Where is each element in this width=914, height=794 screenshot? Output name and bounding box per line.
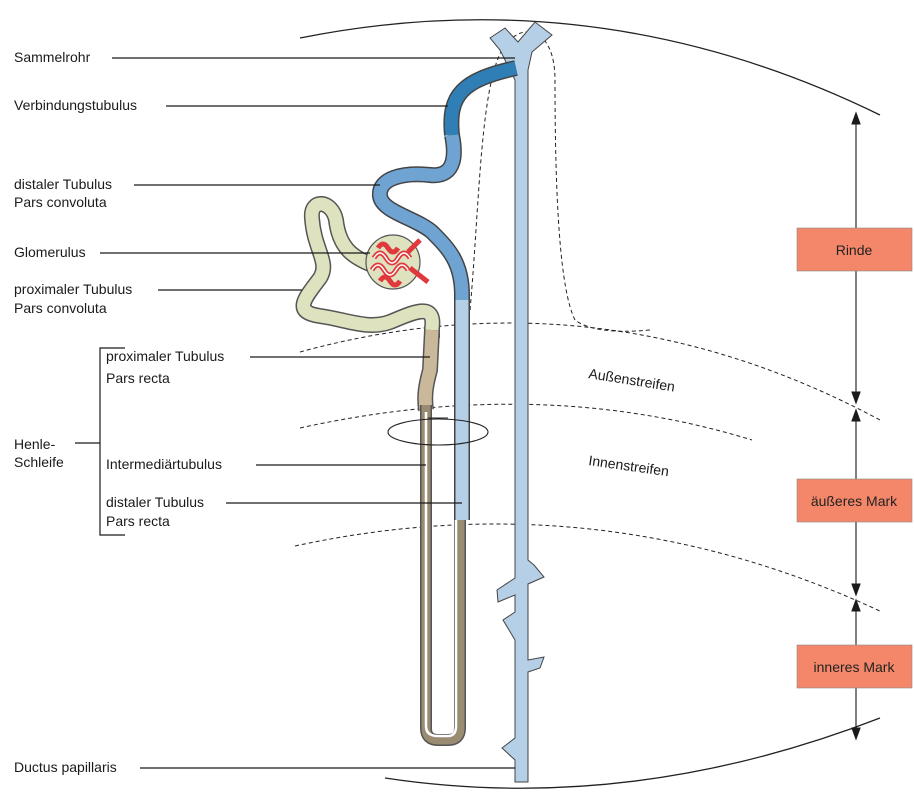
zone-label-innenstreifen: Innenstreifen [588, 452, 670, 479]
label-henle-schleife-1: Henle- [14, 436, 56, 452]
label-sammelrohr: Sammelrohr [14, 49, 91, 65]
region-label-rinde: Rinde [836, 242, 873, 258]
label-intermediaertubulus: Intermediärtubulus [106, 456, 222, 472]
label-henle-schleife-2: Schleife [14, 454, 64, 470]
capsule-outline-top [300, 20, 880, 115]
label-proximaler-tubulus-convoluta: proximaler Tubulus [14, 281, 132, 297]
label-pars-convoluta-proximal: Pars convoluta [14, 300, 107, 316]
cross-section-ellipse [388, 419, 488, 445]
label-glomerulus: Glomerulus [14, 244, 86, 260]
zone-label-aussenstreifen: Außenstreifen [588, 365, 677, 394]
label-pars-recta-distal: Pars recta [106, 513, 170, 529]
outer-inner-medulla-border [295, 524, 882, 612]
label-verbindungstubulus: Verbindungstubulus [14, 97, 137, 113]
region-label-inneres-mark: inneres Mark [814, 659, 896, 675]
glomerulus-capsule [366, 235, 428, 289]
label-distaler-tubulus-convoluta: distaler Tubulus [14, 176, 112, 192]
label-pars-convoluta-distal: Pars convoluta [14, 194, 107, 210]
region-label-aeusseres-mark: äußeres Mark [811, 493, 898, 509]
label-ductus-papillaris: Ductus papillaris [14, 759, 117, 775]
label-proximaler-tubulus-recta: proximaler Tubulus [106, 348, 224, 364]
label-distaler-tubulus-recta: distaler Tubulus [106, 494, 204, 510]
collecting-duct [490, 22, 552, 782]
label-pars-recta-proximal: Pars recta [106, 370, 170, 386]
